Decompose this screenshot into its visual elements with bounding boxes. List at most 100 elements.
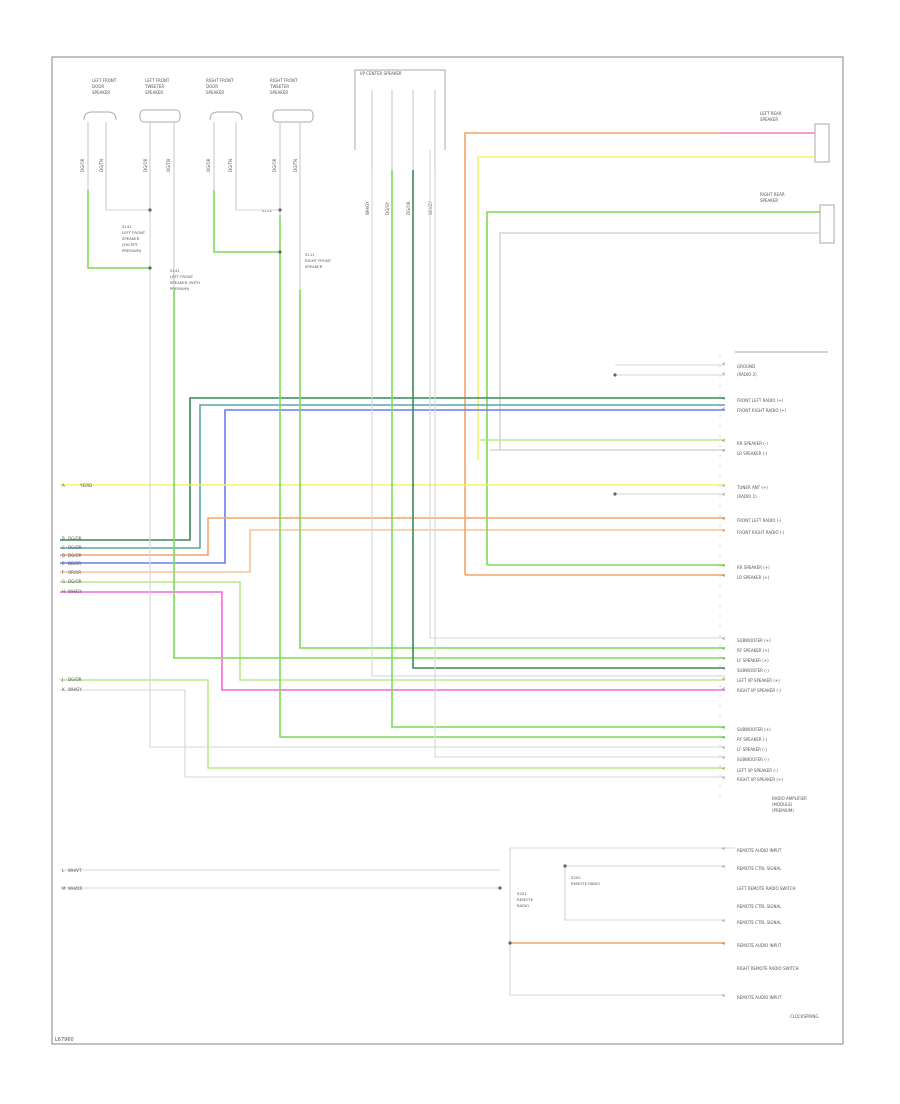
svg-text:DG/OR: DG/OR (80, 158, 85, 172)
left-front-door-speaker: LEFT FRONT DOOR SPEAKER (83, 78, 117, 121)
svg-text:<: < (722, 646, 725, 651)
svg-text:DG/TN: DG/TN (228, 159, 233, 172)
svg-text:RR SPEAKER (-): RR SPEAKER (-) (737, 441, 768, 446)
svg-text:DOOR: DOOR (206, 84, 218, 89)
svg-text:F: F (62, 570, 65, 575)
svg-text:<: < (722, 406, 725, 411)
svg-text:LEFT REAR: LEFT REAR (760, 111, 782, 116)
diagram-border (51, 56, 844, 1045)
svg-text:<: < (722, 846, 725, 851)
svg-text:RIGHT FRONT: RIGHT FRONT (305, 258, 332, 263)
svg-text:<: < (722, 528, 725, 533)
svg-text:A: A (62, 483, 65, 488)
svg-text:LEFT FRONT: LEFT FRONT (170, 274, 194, 279)
svg-text:B: B (62, 536, 65, 541)
svg-text:<: < (722, 993, 725, 998)
svg-text:REMOTE AUDIO INPUT: REMOTE AUDIO INPUT (737, 995, 782, 1000)
right-rear-speaker: RIGHT REAR SPEAKER (760, 192, 835, 244)
svg-text:<: < (722, 448, 725, 453)
svg-text:WH/GY: WH/GY (365, 201, 370, 215)
svg-text:<: < (722, 918, 725, 923)
svg-text:OR/OR: OR/OR (68, 570, 81, 575)
svg-text:DG/OR: DG/OR (68, 677, 82, 682)
svg-text:WH/VT: WH/VT (68, 868, 82, 873)
svg-text:FRONT RIGHT RADIO (+): FRONT RIGHT RADIO (+) (737, 408, 787, 413)
svg-text:I/P CENTER SPEAKER: I/P CENTER SPEAKER (360, 71, 402, 76)
svg-text:RIGHT I/P SPEAKER (-): RIGHT I/P SPEAKER (-) (737, 688, 781, 693)
svg-text:S202: S202 (571, 875, 581, 880)
svg-text:LR SPEAKER (+): LR SPEAKER (+) (737, 575, 770, 580)
svg-text:<: < (722, 666, 725, 671)
svg-text:C: C (62, 545, 65, 550)
svg-text:RF SPEAKER (-): RF SPEAKER (-) (737, 737, 768, 742)
svg-text:D: D (62, 553, 65, 558)
svg-text:REMOTE RADIO: REMOTE RADIO (571, 881, 600, 886)
svg-text:<: < (722, 941, 725, 946)
svg-text:FRONT LEFT RADIO (-): FRONT LEFT RADIO (-) (737, 518, 782, 523)
svg-text:LEFT FRONT: LEFT FRONT (145, 78, 170, 83)
svg-text:LEFT I/P SPEAKER (-): LEFT I/P SPEAKER (-) (737, 768, 778, 773)
svg-text:TWEETER: TWEETER (269, 84, 289, 89)
svg-text:LF SPEAKER (-): LF SPEAKER (-) (737, 747, 767, 752)
svg-text:GROUND: GROUND (737, 364, 755, 369)
right-front-door-speaker: RIGHT FRONT DOOR SPEAKER (206, 78, 243, 121)
svg-text:REMOTE CTRL SIGNAL: REMOTE CTRL SIGNAL (737, 920, 782, 925)
svg-text:<: < (722, 396, 725, 401)
svg-text:<: < (722, 656, 725, 661)
svg-text:REMOTE AUDIO INPUT: REMOTE AUDIO INPUT (737, 848, 782, 853)
svg-text:<: < (722, 725, 725, 730)
svg-text:(MODULE): (MODULE) (772, 802, 793, 807)
svg-text:<: < (722, 775, 725, 780)
svg-text:RIGHT I/P SPEAKER (+): RIGHT I/P SPEAKER (+) (737, 777, 783, 782)
radio-connector (719, 351, 828, 800)
svg-text:RADIO: RADIO (517, 903, 529, 908)
svg-text:DG/OR: DG/OR (143, 158, 148, 172)
svg-text:<: < (722, 745, 725, 750)
svg-text:S141: S141 (170, 268, 180, 273)
speaker-leads (87, 90, 436, 290)
left-rear-speaker: LEFT REAR SPEAKER (760, 111, 830, 163)
svg-text:SPEAKER (WITH: SPEAKER (WITH (170, 280, 200, 285)
svg-text:TUNER ANT (+): TUNER ANT (+) (736, 485, 768, 490)
svg-text:(RADIO 2): (RADIO 2) (737, 372, 757, 377)
svg-text:<: < (722, 483, 725, 488)
svg-text:SPEAKER: SPEAKER (206, 90, 224, 95)
svg-text:PREMIUM): PREMIUM) (170, 286, 190, 291)
lead-labels: DG/OR DG/TN DG/OR DG/TN DG/OR DG/TN DG/O… (80, 158, 433, 215)
svg-text:SPEAKER: SPEAKER (305, 264, 323, 269)
svg-text:SUBWOOFER (-): SUBWOOFER (-) (737, 668, 769, 673)
svg-text:WH/OR: WH/OR (68, 886, 82, 891)
terminal-markers: < < < < < < < < < < < < < < < < < < < < … (722, 361, 725, 998)
svg-text:SPEAKER: SPEAKER (122, 236, 140, 241)
svg-text:M: M (62, 886, 66, 891)
svg-text:E: E (62, 561, 65, 566)
svg-text:SUBWOOFER (+): SUBWOOFER (+) (737, 727, 771, 732)
svg-text:DB/OR: DB/OR (68, 561, 81, 566)
instrument-panel-speaker: I/P CENTER SPEAKER (354, 69, 446, 150)
svg-text:DG/OR: DG/OR (68, 553, 82, 558)
svg-text:SPEAKER: SPEAKER (760, 198, 778, 203)
wires (60, 132, 820, 996)
svg-text:YE/RD: YE/RD (79, 483, 92, 488)
svg-text:<: < (722, 864, 725, 869)
svg-text:G: G (62, 579, 65, 584)
svg-text:<: < (722, 573, 725, 578)
svg-text:WH/GY: WH/GY (68, 687, 82, 692)
svg-text:L: L (62, 868, 65, 873)
left-front-tweeter-speaker: LEFT FRONT TWEETER SPEAKER (139, 78, 181, 123)
svg-text:H: H (62, 589, 65, 594)
svg-text:<: < (722, 516, 725, 521)
svg-text:<: < (722, 676, 725, 681)
svg-text:RR SPEAKER (+): RR SPEAKER (+) (737, 565, 770, 570)
figure-code: L67960 (55, 1037, 74, 1043)
bottom-splice-labels: S201 REMOTE RADIO S202 REMOTE RADIO (517, 875, 600, 908)
svg-text:DG/OR: DG/OR (206, 158, 211, 172)
svg-text:REMOTE CTRL SIGNAL: REMOTE CTRL SIGNAL (737, 904, 782, 909)
svg-text:PREMIUM): PREMIUM) (122, 248, 142, 253)
svg-text:REMOTE: REMOTE (517, 897, 534, 902)
svg-text:LEFT FRONT: LEFT FRONT (92, 78, 117, 83)
svg-text:(EXCEPT: (EXCEPT (122, 242, 139, 247)
svg-text:SPEAKER: SPEAKER (92, 90, 110, 95)
